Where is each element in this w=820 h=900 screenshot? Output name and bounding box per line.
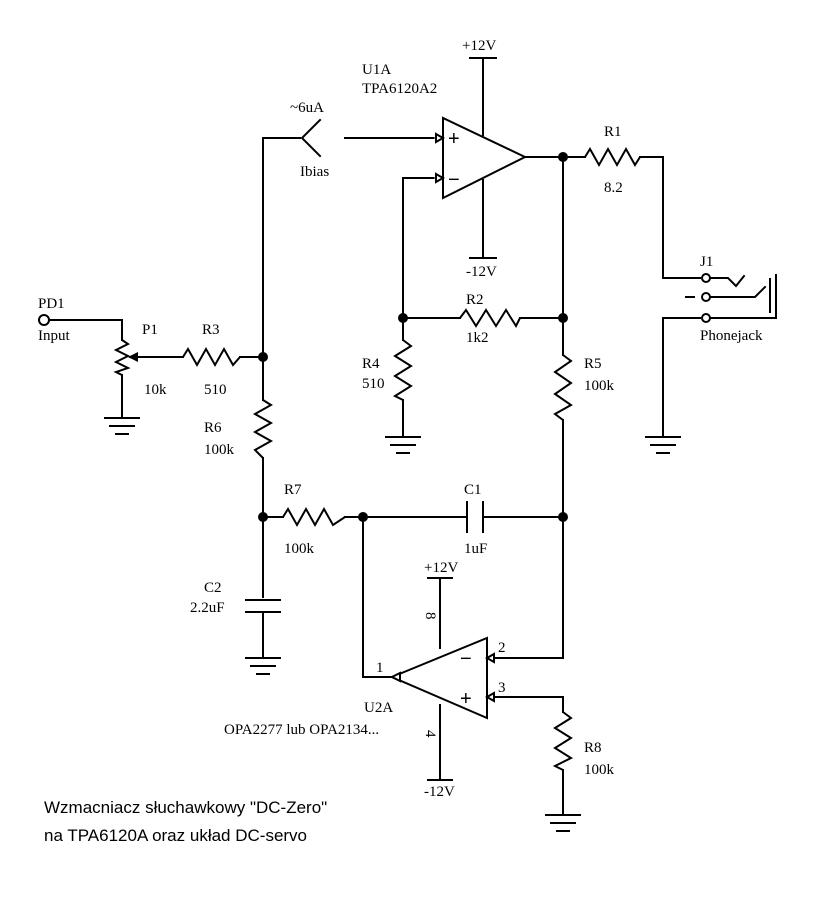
r7-value: 100k (284, 541, 315, 557)
u2-neg-rail-label: -12V (424, 784, 455, 800)
r4-value: 510 (362, 376, 385, 392)
resistor-r7 (282, 506, 346, 528)
r3-value: 510 (204, 382, 227, 398)
bias-current-label: ~6uA (290, 100, 324, 116)
capacitor-c1 (466, 501, 484, 533)
c1-ref: C1 (464, 482, 482, 498)
r8-value: 100k (584, 762, 615, 778)
u1-neg-rail-label: -12V (466, 264, 497, 280)
r5-ref: R5 (584, 356, 602, 372)
u1-pos-rail-label: +12V (462, 38, 496, 54)
r3-ref: R3 (202, 322, 220, 338)
u2a-pin-3: 3 (498, 680, 506, 696)
u1a-plus-sign: + (448, 128, 460, 150)
r2-value: 1k2 (466, 330, 489, 346)
phonejack-j1 (685, 273, 777, 323)
ground-p1 (104, 417, 140, 435)
c1-value: 1uF (464, 541, 487, 557)
u1a-ref: U1A (362, 62, 391, 78)
ground-r8 (545, 814, 581, 832)
r4-ref: R4 (362, 356, 380, 372)
capacitor-c2 (245, 599, 281, 613)
opamp-u1a: + − (433, 116, 528, 200)
caption-line-1: Wzmacniacz słuchawkowy "DC-Zero" (44, 798, 328, 817)
resistor-r2 (459, 308, 521, 329)
pd1-ref: PD1 (38, 296, 65, 312)
wires (47, 57, 701, 816)
resistor-r3 (182, 346, 241, 368)
p1-ref: P1 (142, 322, 158, 338)
ground-c2 (245, 657, 281, 675)
u1a-minus-sign: − (448, 169, 460, 191)
u2a-ref: U2A (364, 700, 393, 716)
u2a-minus-sign: − (460, 648, 472, 670)
p1-value: 10k (144, 382, 167, 398)
u2a-plus-sign: + (460, 688, 472, 710)
r1-value: 8.2 (604, 180, 623, 196)
ground-jack (645, 436, 681, 454)
resistor-r1 (584, 146, 641, 168)
c2-ref: C2 (204, 580, 222, 596)
u1a-part: TPA6120A2 (362, 81, 437, 97)
r1-ref: R1 (604, 124, 622, 140)
potentiometer-p1 (113, 339, 141, 376)
junction-dots (258, 152, 568, 522)
input-terminal-pd1 (38, 314, 50, 326)
j1-ref: J1 (700, 254, 713, 270)
j1-label: Phonejack (700, 328, 763, 344)
schematic-caption: Wzmacniacz słuchawkowy "DC-Zero" na TPA6… (34, 788, 406, 860)
resistor-r5 (553, 354, 573, 421)
u2a-pin-4: 4 (422, 730, 438, 738)
caption-line-2: na TPA6120A oraz układ DC-servo (44, 826, 308, 845)
u2a-part: OPA2277 lub OPA2134... (224, 722, 379, 738)
pd1-label: Input (38, 328, 70, 344)
supply-bars (427, 57, 497, 781)
resistor-r6 (252, 399, 274, 459)
r2-ref: R2 (466, 292, 484, 308)
opamp-u2a: − + (389, 636, 495, 720)
bias-arrow-icon (300, 118, 322, 158)
r5-value: 100k (584, 378, 615, 394)
r6-ref: R6 (204, 420, 222, 436)
resistor-r4 (392, 339, 413, 401)
r8-ref: R8 (584, 740, 602, 756)
u2-pos-rail-label: +12V (424, 560, 458, 576)
r7-ref: R7 (284, 482, 302, 498)
u2a-pin-2: 2 (498, 640, 506, 656)
bias-name-label: Ibias (300, 164, 329, 180)
u2a-pin-1: 1 (376, 660, 384, 676)
c2-value: 2.2uF (190, 600, 225, 616)
u2a-pin-8: 8 (422, 612, 438, 620)
resistor-r8 (552, 711, 574, 771)
ground-r4 (385, 436, 421, 454)
r6-value: 100k (204, 442, 235, 458)
